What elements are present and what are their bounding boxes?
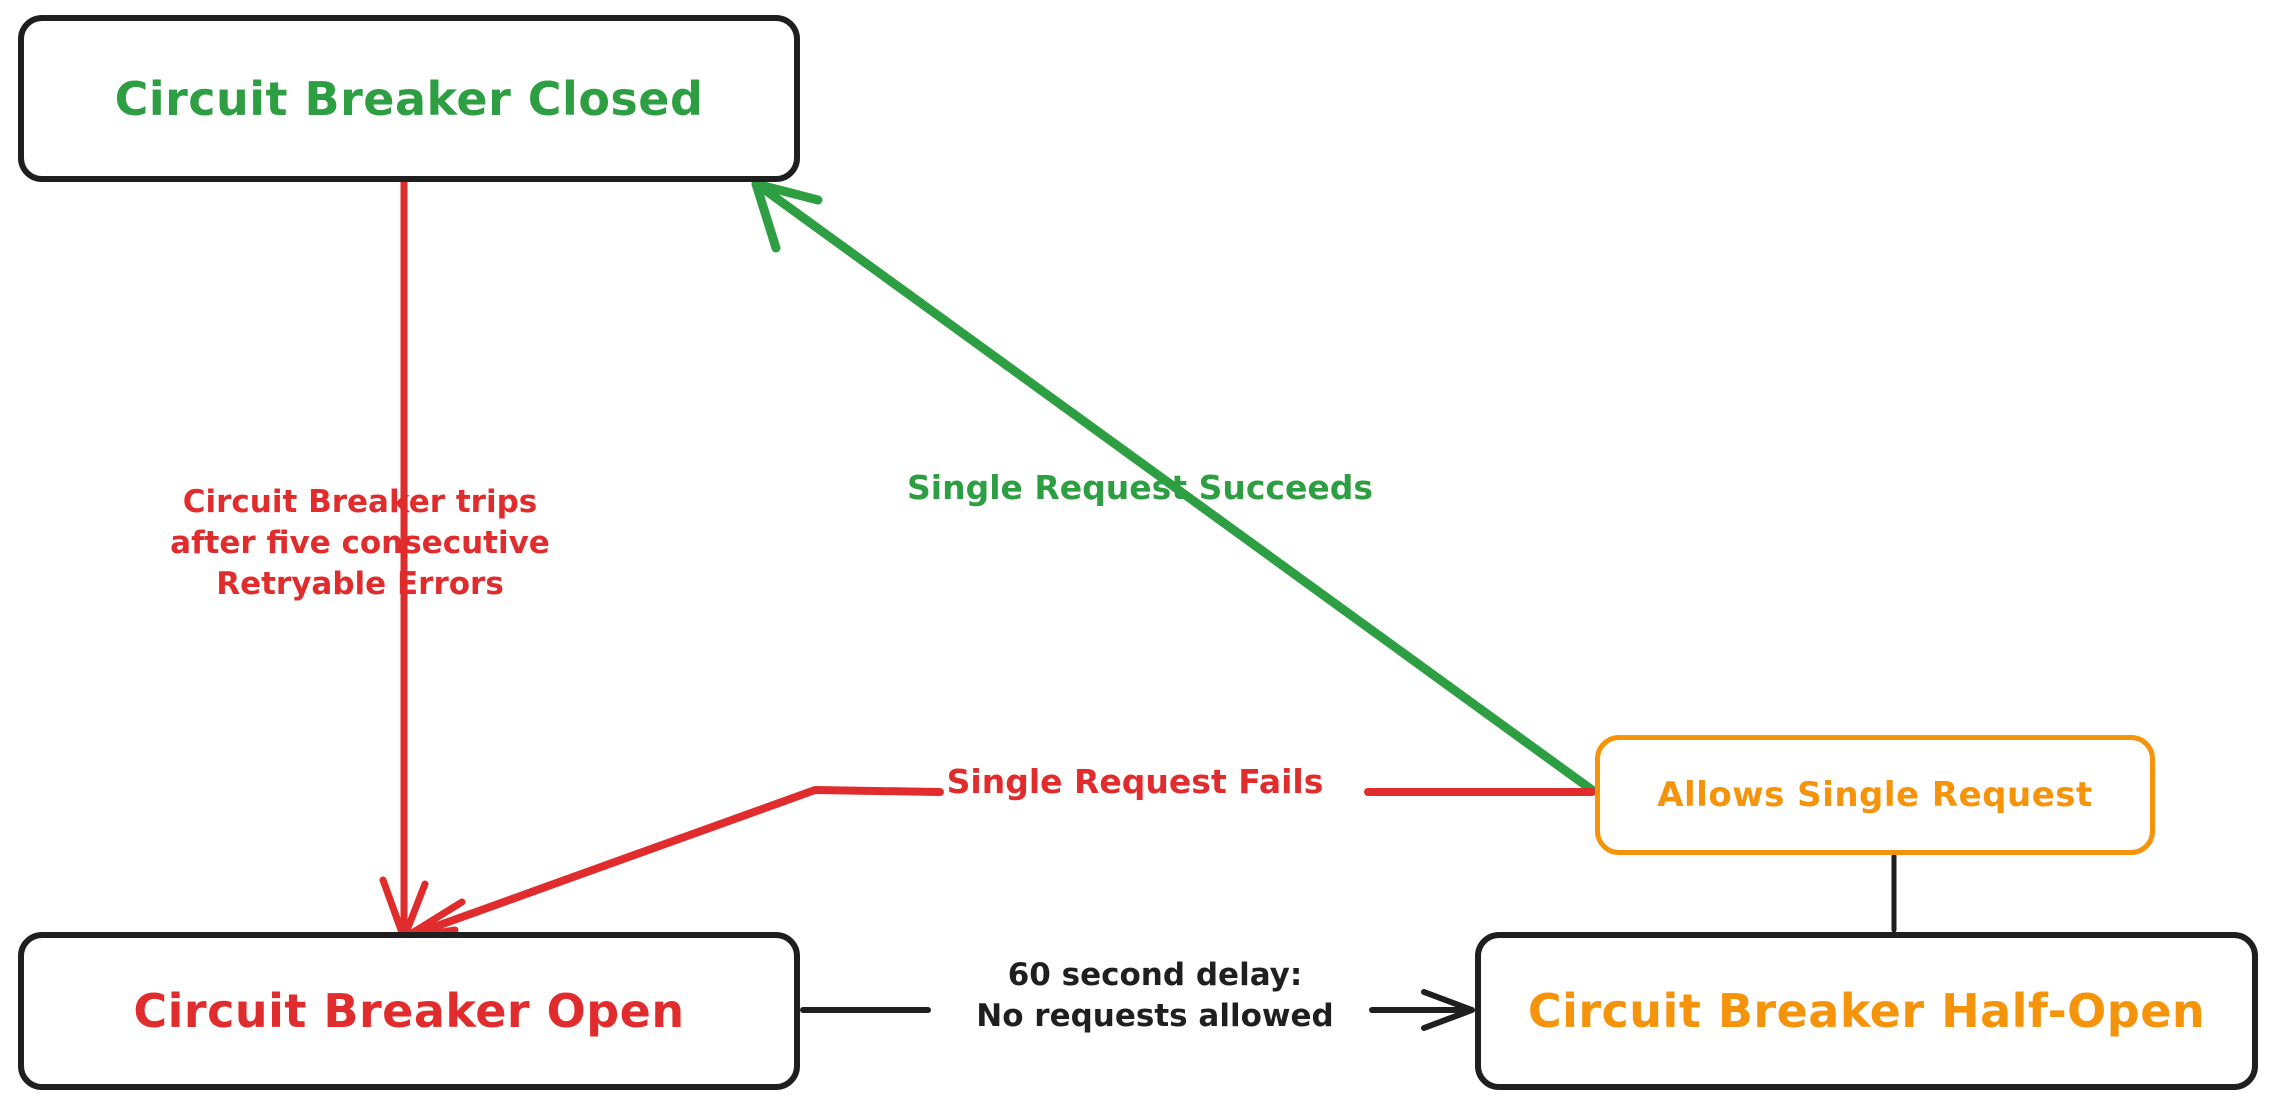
- edge-closed-to-open: [379, 178, 429, 942]
- edge-allows-to-closed: [751, 179, 1597, 795]
- edge-open-to-half-open: [800, 989, 1475, 1031]
- state-node-circuit-breaker-open[interactable]: Circuit Breaker Open: [18, 932, 800, 1090]
- state-node-label: Circuit Breaker Closed: [114, 71, 704, 126]
- state-node-circuit-breaker-closed[interactable]: Circuit Breaker Closed: [18, 15, 800, 182]
- state-node-label: Allows Single Request: [1657, 775, 2093, 815]
- edge-allows-to-open: [400, 786, 1596, 942]
- state-node-circuit-breaker-half-open[interactable]: Circuit Breaker Half-Open: [1475, 932, 2258, 1090]
- state-node-label: Circuit Breaker Open: [133, 984, 685, 1038]
- state-node-allows-single-request[interactable]: Allows Single Request: [1595, 735, 2155, 855]
- state-node-label: Circuit Breaker Half-Open: [1527, 984, 2206, 1038]
